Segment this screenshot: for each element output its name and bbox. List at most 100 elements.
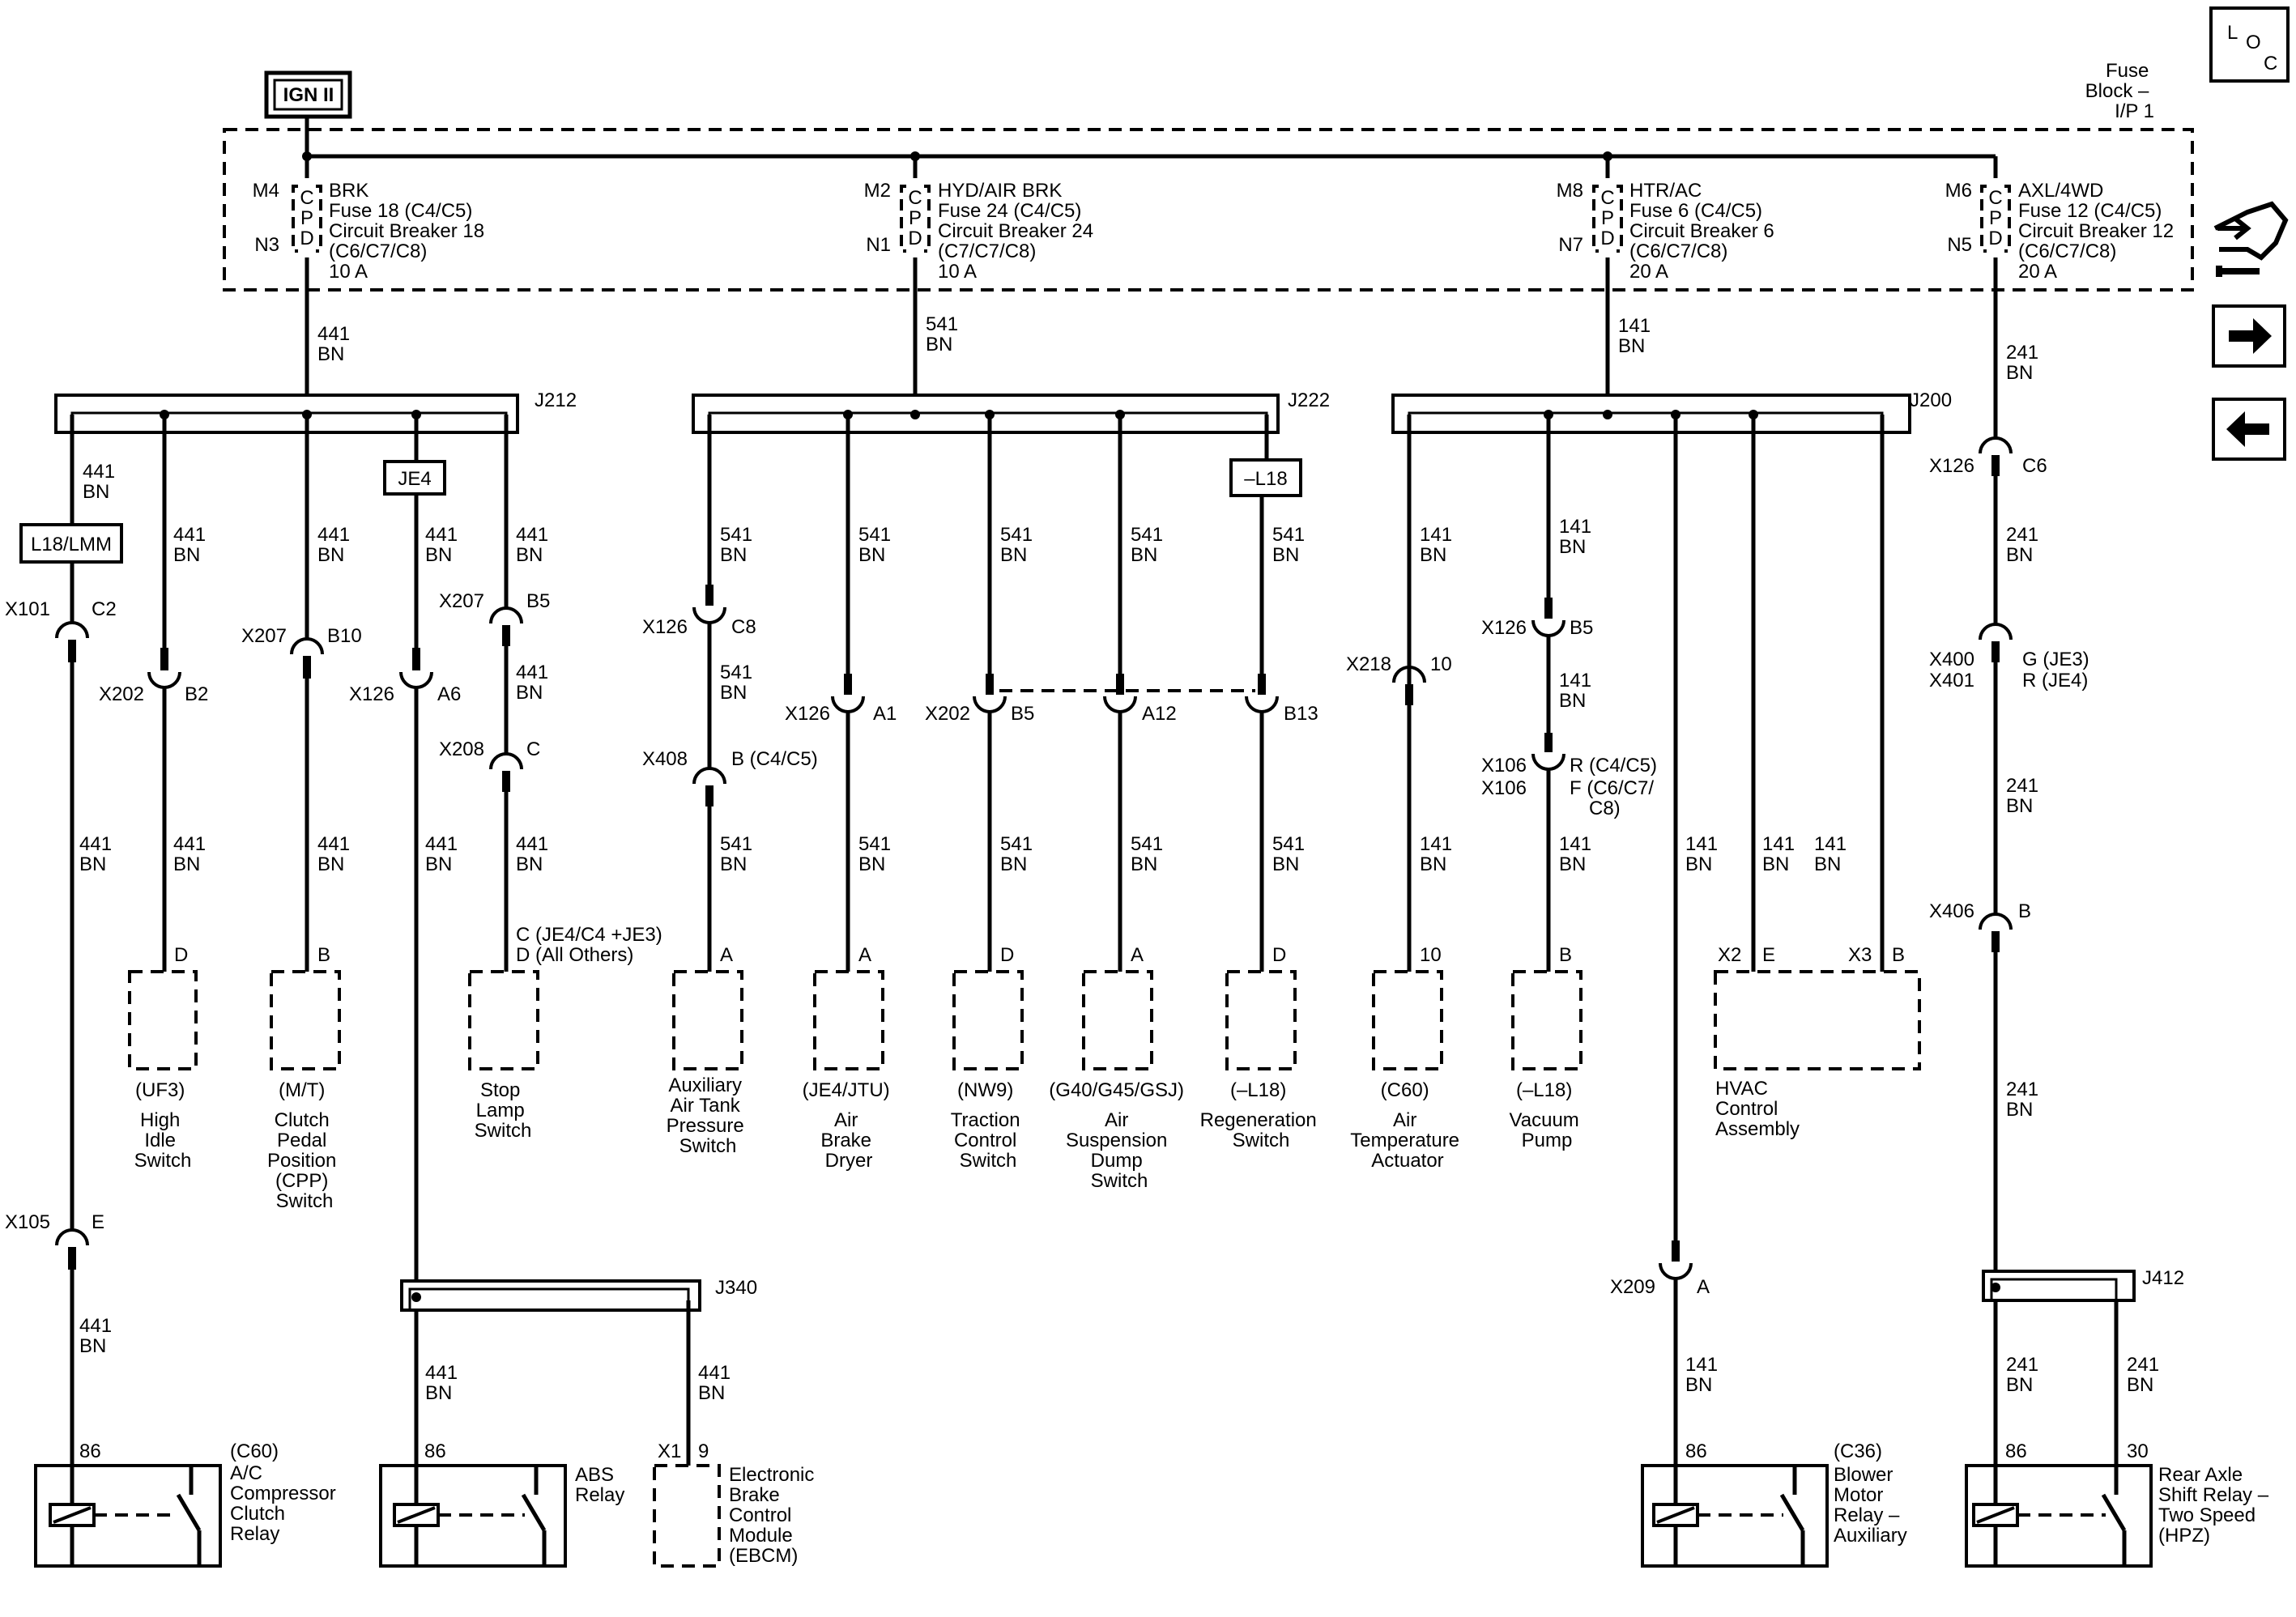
vacuum-pump — [1511, 970, 1582, 1070]
svg-text:B: B — [2018, 900, 2031, 922]
svg-text:A: A — [1131, 944, 1144, 966]
svg-text:B5: B5 — [1570, 617, 1593, 639]
regeneration-switch — [1225, 970, 1297, 1070]
svg-text:J200: J200 — [1910, 389, 1952, 411]
air-brake-dryer-label: (JE4/JTU) Air Brake Dryer — [803, 1079, 896, 1172]
svg-text:B13: B13 — [1284, 703, 1318, 725]
ac-relay-label: (C60) A/C Compressor Clutch Relay — [230, 1440, 341, 1545]
svg-text:P: P — [1989, 207, 2002, 229]
high-idle-switch-label: (UF3) High Idle Switch — [134, 1079, 192, 1172]
splice-j200: J200 — [1391, 389, 1952, 434]
air-suspension-dump-switch — [1082, 970, 1153, 1070]
svg-text:86: 86 — [79, 1440, 101, 1462]
blower-relay-label: (C36) Blower Motor Relay – Auxiliary — [1834, 1440, 1907, 1547]
svg-text:X126: X126 — [1929, 455, 1974, 477]
svg-text:AXL/4WD Fuse 12 (C4/C5): AXL/4WD Fuse 12 (C4/C5) Circuit Breaker … — [2018, 180, 2179, 283]
arrow-right-icon[interactable] — [2212, 304, 2286, 368]
svg-text:HTR/AC Fuse 6 (C4/C5): HTR/AC Fuse 6 (C4/C5) Circuit Breaker 6 … — [1629, 180, 1779, 283]
svg-text:R (C4/C5)F (C6/C7/C8): R (C4/C5)F (C6/C7/C8) — [1570, 755, 1657, 819]
svg-text:C: C — [1600, 187, 1614, 209]
svg-text:B2: B2 — [185, 683, 208, 705]
blower-motor-relay-auxiliary — [1641, 1464, 1829, 1568]
svg-text:A1: A1 — [873, 703, 897, 725]
svg-text:X202: X202 — [99, 683, 144, 705]
svg-text:E: E — [1762, 944, 1775, 966]
fuse-6: C P D M8 N7 HTR/AC Fuse 6 (C4/C5) Circui… — [1557, 156, 1779, 283]
svg-text:30: 30 — [2127, 1440, 2149, 1462]
svg-text:P: P — [300, 207, 313, 229]
svg-text:X126: X126 — [349, 683, 394, 705]
svg-text:X207: X207 — [439, 590, 484, 612]
stop-lamp-switch-label: Stop Lamp Switch — [475, 1079, 532, 1142]
fuse-24: C P D M2 N1 HYD/AIR BRK Fuse 24 (C4/C5) … — [864, 156, 1093, 283]
svg-text:A6: A6 — [437, 683, 461, 705]
option-not-l18-box — [1229, 458, 1302, 497]
svg-text:N7: N7 — [1558, 234, 1583, 256]
svg-text:X209: X209 — [1610, 1276, 1655, 1298]
svg-text:B: B — [1559, 944, 1572, 966]
svg-text:A12: A12 — [1142, 703, 1177, 725]
svg-text:X126: X126 — [642, 616, 688, 638]
svg-text:P: P — [1601, 207, 1614, 229]
ac-compressor-clutch-relay — [34, 1464, 222, 1568]
svg-text:X101: X101 — [5, 598, 50, 620]
svg-text:E: E — [92, 1211, 104, 1233]
svg-text:L: L — [2227, 22, 2238, 44]
svg-text:X105: X105 — [5, 1211, 50, 1233]
svg-text:X400: X400 — [1929, 649, 1974, 670]
aux-tank-label: Auxiliary Air Tank Pressure Switch — [667, 1074, 750, 1157]
svg-text:M6: M6 — [1945, 180, 1972, 202]
traction-control-label: (NW9) Traction Control Switch — [951, 1079, 1025, 1172]
svg-text:M8: M8 — [1557, 180, 1583, 202]
abs-relay-label: ABS Relay — [575, 1464, 624, 1506]
svg-text:–L18: –L18 — [1244, 468, 1287, 490]
air-temp-actuator-label: (C60) Air Temperature Actuator — [1350, 1079, 1464, 1172]
fuse-block-outline — [223, 128, 2194, 291]
svg-text:M4: M4 — [253, 180, 279, 202]
svg-text:N5: N5 — [1947, 234, 1972, 256]
hvac-label: HVAC Control Assembly — [1715, 1078, 1800, 1140]
svg-text:P: P — [909, 207, 922, 229]
svg-text:86: 86 — [2005, 1440, 2027, 1462]
abs-relay — [379, 1464, 567, 1568]
svg-text:D: D — [174, 944, 188, 966]
svg-text:C: C — [1988, 187, 2002, 209]
svg-text:D: D — [908, 228, 922, 249]
svg-text:X207: X207 — [241, 625, 287, 647]
rear-axle-shift-relay — [1965, 1464, 2153, 1568]
loc-icon[interactable]: L O C — [2209, 6, 2290, 83]
svg-text:X106: X106 — [1481, 777, 1527, 799]
svg-text:X126: X126 — [1481, 617, 1527, 639]
svg-text:D: D — [1000, 944, 1014, 966]
connector-icon[interactable] — [2213, 201, 2289, 277]
arrow-left-icon[interactable] — [2212, 398, 2286, 461]
